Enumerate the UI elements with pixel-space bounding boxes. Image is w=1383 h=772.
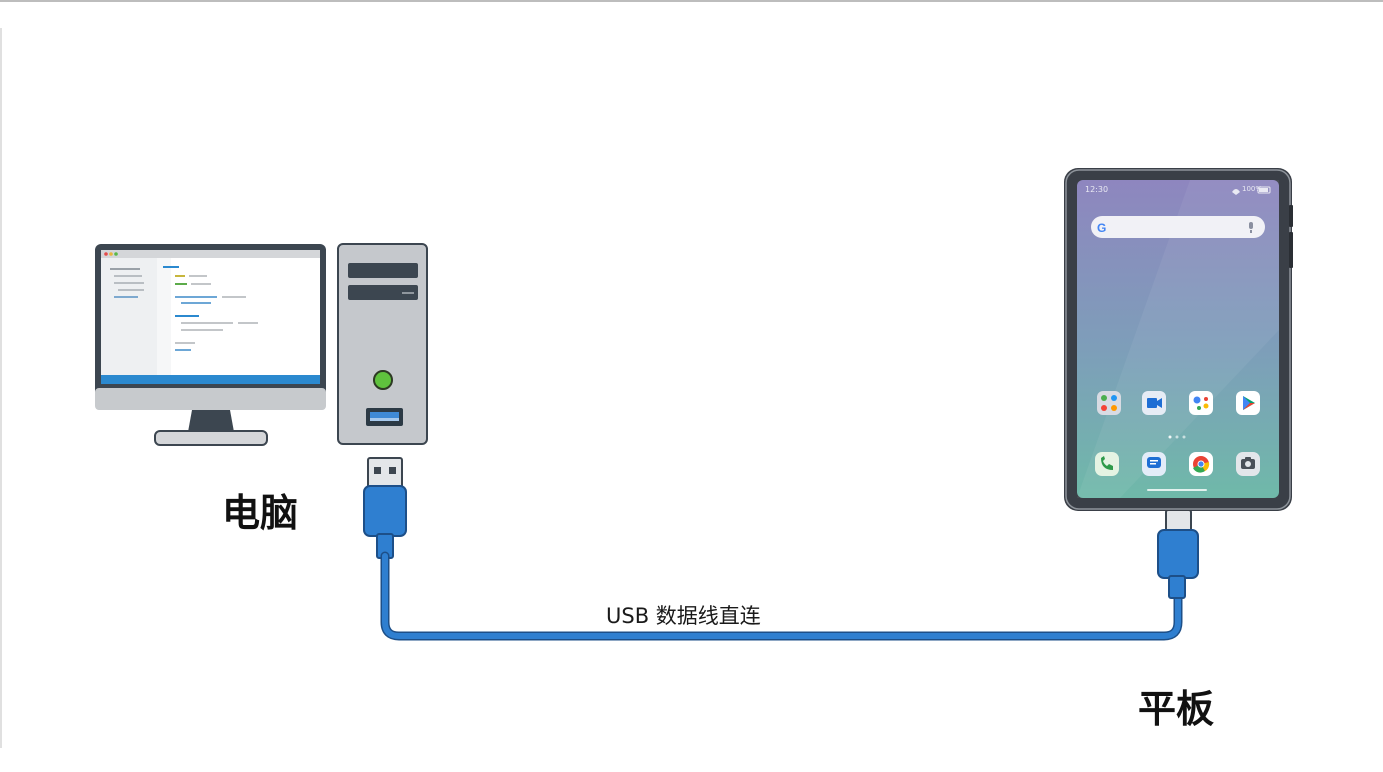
assistant-icon (1189, 391, 1213, 415)
phone-icon (1095, 452, 1119, 476)
usb-cable (380, 551, 1183, 641)
usb-c-plug-icon (1157, 509, 1199, 599)
left-divider (0, 28, 2, 748)
desktop-monitor-icon (95, 244, 326, 446)
android-tablet-icon: G (1064, 168, 1293, 511)
tablet-status-battery: 100% (1242, 185, 1263, 193)
top-divider (0, 0, 1383, 2)
search-logo: G (1097, 221, 1106, 235)
tablet-label: 平板 (1138, 687, 1215, 731)
cable-label: USB 数据线直连 (606, 604, 761, 628)
usb-a-plug-icon (363, 457, 407, 559)
app-folder-icon (1097, 391, 1121, 415)
pc-tower-icon (337, 243, 428, 445)
tablet-status-time: 12:30 (1085, 185, 1109, 194)
computer-label: 电脑 (222, 491, 299, 535)
